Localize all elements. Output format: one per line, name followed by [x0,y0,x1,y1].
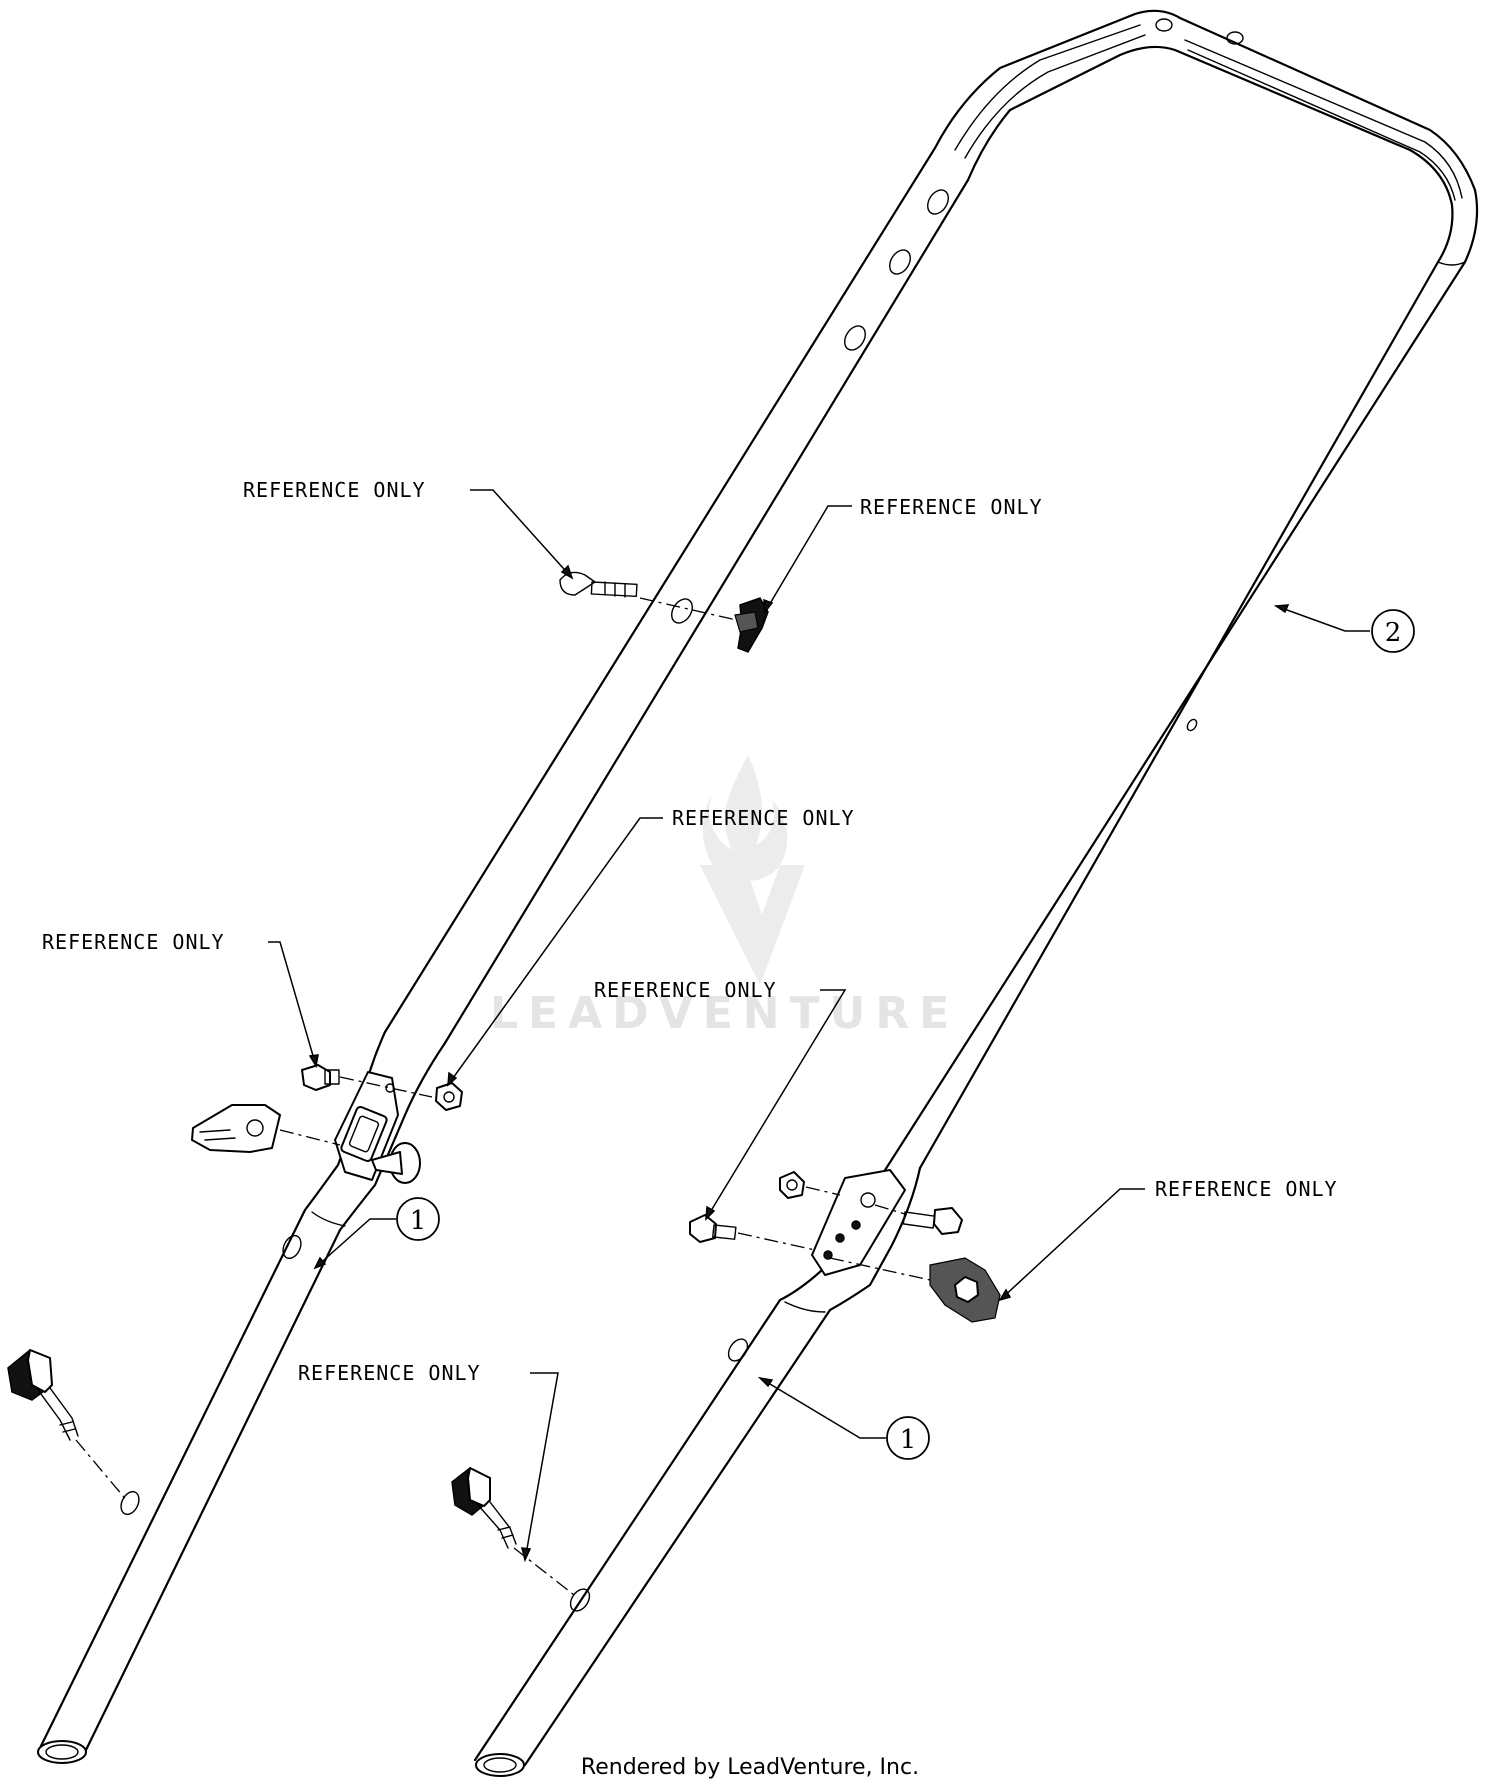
reference-label-center-right: REFERENCE ONLY [594,978,777,1002]
wing-knob-top [734,597,769,653]
pin-left [371,1142,421,1184]
watermark-brand: LEADVENTURE [490,988,959,1039]
reference-label-left-mid: REFERENCE ONLY [42,930,225,954]
hex-bolt-left [301,1064,340,1091]
watermark-v-icon [700,865,805,985]
callout-number: 1 [410,1206,427,1236]
reference-label-bottom: REFERENCE ONLY [298,1361,481,1385]
cam-knob-right [929,1257,1001,1323]
hex-bolt-right [902,1207,963,1235]
callout-part-1-left: 1 [396,1197,440,1241]
right-lower-handle [473,1166,922,1777]
knob-lower-right [451,1467,517,1549]
upper-handle [383,9,1479,1180]
shoulder-bolt-right [689,1214,737,1243]
callout-part-1-right: 1 [886,1416,930,1460]
leaders [268,489,1370,1563]
cam-knob-left [191,1104,281,1153]
callout-part-2: 2 [1371,609,1415,653]
left-lower-handle [37,1030,447,1764]
hex-nut-left [435,1082,463,1111]
watermark-flame-icon [702,755,788,882]
reference-label-top-right: REFERENCE ONLY [860,495,1043,519]
callout-number: 2 [1385,618,1402,648]
reference-label-middle: REFERENCE ONLY [672,806,855,830]
knob-lower-left [7,1349,79,1441]
reference-label-top-left: REFERENCE ONLY [243,478,426,502]
hex-nut-right-upper [779,1171,805,1199]
callout-number: 1 [900,1425,917,1455]
reference-label-far-right: REFERENCE ONLY [1155,1177,1338,1201]
footer-credit: Rendered by LeadVenture, Inc. [581,1755,919,1780]
watermark: LEADVENTURE [490,755,959,1039]
